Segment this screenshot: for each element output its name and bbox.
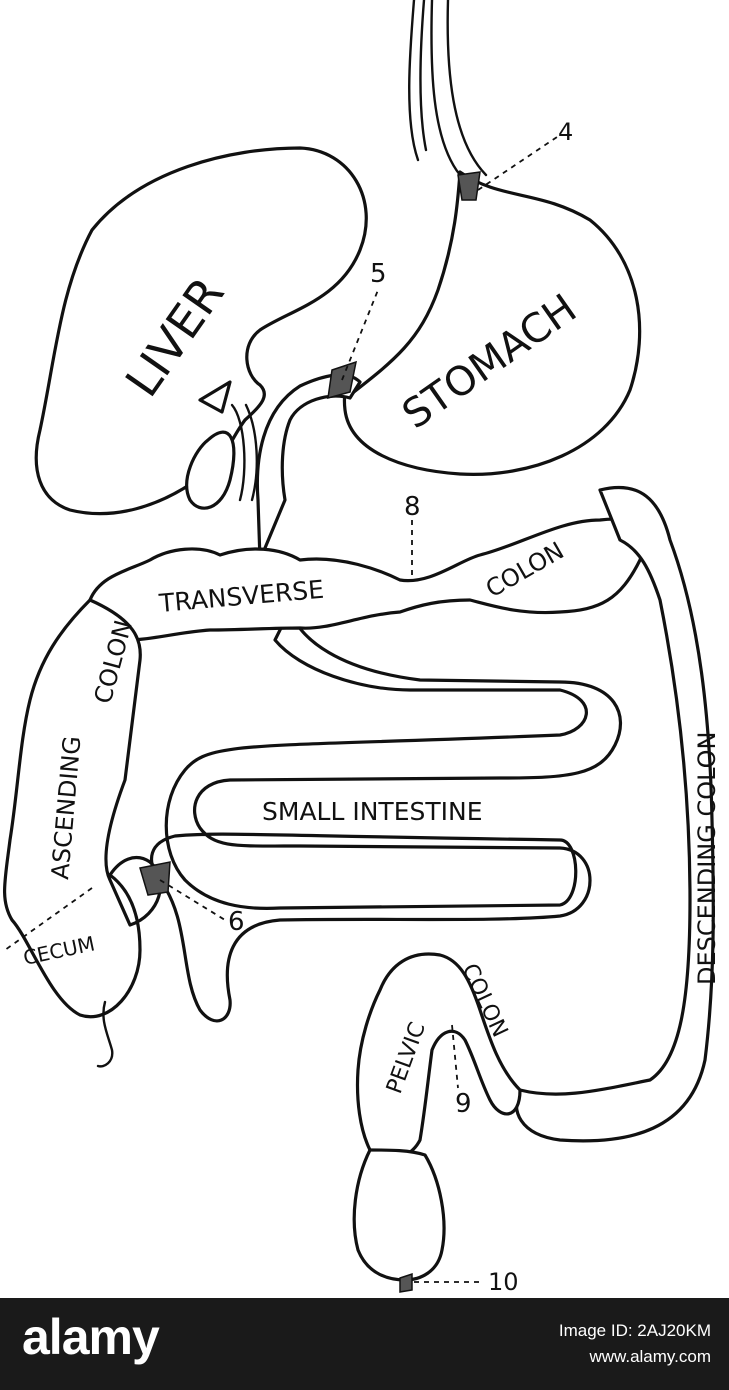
sphincter-4 bbox=[457, 171, 481, 201]
callout-8: 8 bbox=[404, 492, 421, 522]
transverse-colon bbox=[88, 517, 646, 642]
sphincters bbox=[139, 171, 481, 1293]
stomach bbox=[342, 170, 642, 476]
callout-leaders bbox=[4, 134, 561, 1283]
callout-10: 10 bbox=[488, 1268, 519, 1296]
callout-4: 4 bbox=[558, 118, 573, 146]
watermark-meta: Image ID: 2AJ20KM www.alamy.com bbox=[559, 1318, 711, 1370]
esophagus bbox=[408, 0, 488, 177]
gallbladder bbox=[185, 380, 258, 510]
callout-9: 9 bbox=[455, 1089, 472, 1119]
descending-colon-label: DESCENDING COLON bbox=[693, 732, 721, 986]
descending-colon bbox=[514, 485, 715, 1143]
sphincter-6 bbox=[139, 861, 171, 896]
diagram-canvas: LIVER STOMACH TRANSVERSE COLON ASCENDING… bbox=[3, 0, 721, 1296]
sphincter-10 bbox=[399, 1272, 413, 1293]
small-intestine bbox=[150, 608, 623, 1023]
liver bbox=[34, 146, 368, 516]
image-id-text: Image ID: 2AJ20KM bbox=[558, 1321, 711, 1340]
pelvic-colon bbox=[355, 952, 522, 1161]
appendix bbox=[96, 1000, 114, 1068]
alamy-logo: alamy bbox=[22, 1309, 160, 1365]
callout-6: 6 bbox=[228, 907, 245, 937]
callout-5: 5 bbox=[370, 259, 387, 289]
site-url-text: www.alamy.com bbox=[589, 1347, 711, 1366]
digestive-tract-diagram: LIVER STOMACH TRANSVERSE COLON ASCENDING… bbox=[3, 0, 721, 1296]
duodenum bbox=[255, 373, 362, 562]
watermark-bar: alamy Image ID: 2AJ20KM www.alamy.com bbox=[0, 1298, 729, 1390]
small-intestine-label: SMALL INTESTINE bbox=[262, 797, 483, 826]
ascending-colon bbox=[3, 598, 162, 1019]
rectum bbox=[352, 1148, 446, 1282]
